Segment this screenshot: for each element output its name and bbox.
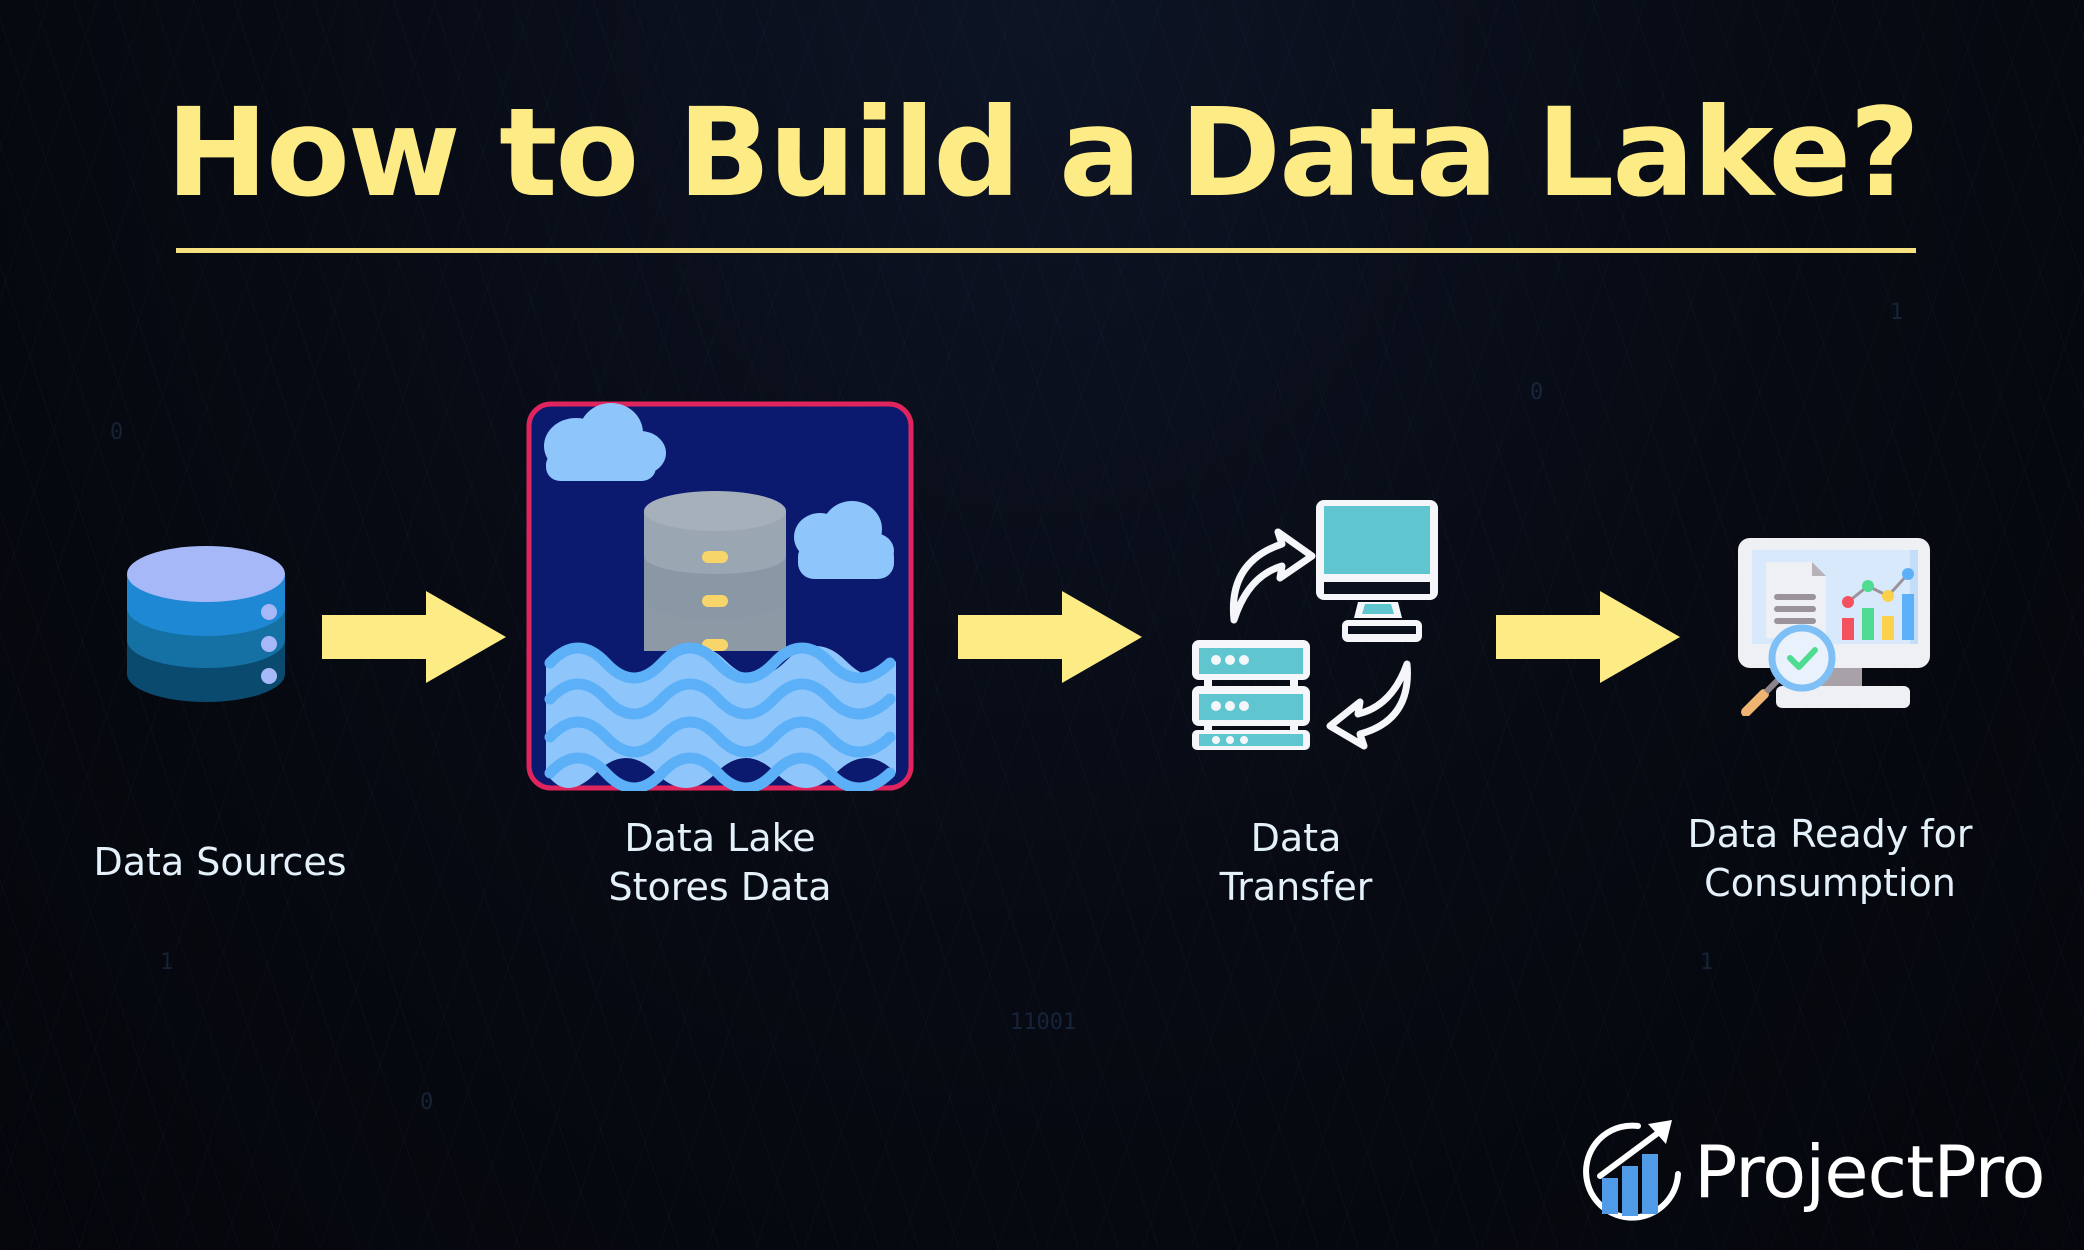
label-line: Consumption [1704, 861, 1956, 905]
page-title: How to Build a Data Lake? [166, 82, 1920, 224]
label-line: Data [1250, 816, 1342, 860]
step-label-data-transfer: Data Transfer [1136, 814, 1456, 912]
background-digit: 0 [420, 1090, 434, 1115]
database-icon [127, 546, 285, 702]
background-digit: 11001 [1010, 1010, 1077, 1035]
step-label-data-sources: Data Sources [93, 840, 347, 884]
projectpro-logo-icon [1583, 1120, 1681, 1221]
background-digit: 1 [160, 950, 174, 975]
step-label-data-lake: Data Lake Stores Data [560, 814, 880, 912]
background-digit: 1 [1890, 300, 1904, 325]
background-digit: 0 [1530, 380, 1544, 405]
step-label-data-ready: Data Ready for Consumption [1660, 810, 2000, 908]
arrow-right-icon [322, 591, 506, 683]
title-underline [176, 248, 1916, 253]
background-digit: 1 [1700, 950, 1714, 975]
label-line: Data Lake [624, 816, 816, 860]
arrow-right-icon [1496, 591, 1680, 683]
label-line: Transfer [1219, 865, 1373, 909]
projectpro-logo: ProjectPro [1578, 1118, 2046, 1226]
background-digit: 0 [110, 420, 124, 445]
arrow-right-icon [958, 591, 1142, 683]
brand-name: ProjectPro [1694, 1130, 2046, 1214]
data-transfer-icon [1192, 500, 1438, 750]
label-line: Data Ready for [1687, 812, 1973, 856]
label-line: Stores Data [608, 865, 832, 909]
analytics-monitor-icon [1738, 538, 1930, 716]
data-lake-icon [526, 401, 914, 791]
